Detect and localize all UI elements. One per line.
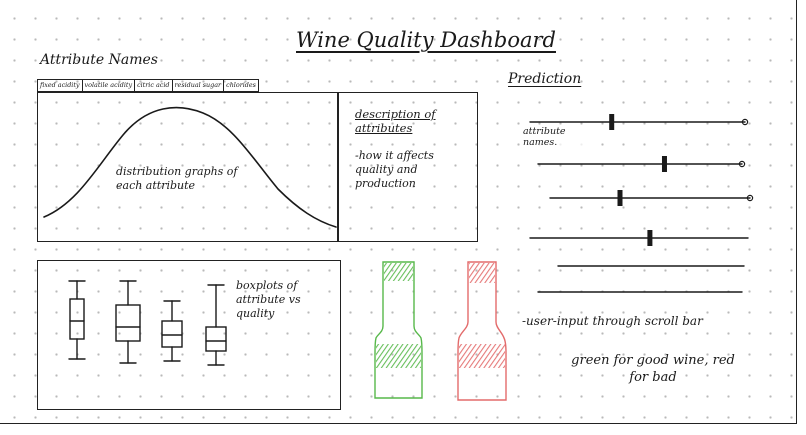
- tab-citric-acid[interactable]: citric acid: [135, 80, 173, 91]
- slider-end-icon: [738, 160, 746, 168]
- bad-wine-bottle-icon: [457, 261, 507, 401]
- boxplot-box: [205, 326, 227, 352]
- boxplot-box: [115, 304, 141, 342]
- wine-bottles: [374, 261, 507, 401]
- attribute-tab-bar: fixed acidity volatile acidity citric ac…: [37, 79, 259, 92]
- prediction-heading: Prediction: [508, 71, 582, 87]
- prediction-sliders[interactable]: [520, 104, 770, 304]
- distribution-curve: [43, 106, 337, 228]
- tab-residual-sugar[interactable]: residual sugar: [173, 80, 225, 91]
- description-body: -how it affects quality and production: [355, 149, 434, 190]
- boxplot-chart: [68, 280, 227, 366]
- boxplot-panel: boxplots of attribute vs quality: [37, 260, 341, 410]
- page-title: Wine Quality Dashboard: [296, 28, 556, 52]
- boxplot-note: boxplots of attribute vs quality: [236, 279, 301, 320]
- distribution-panel: distribution graphs of each attribute de…: [37, 92, 478, 242]
- color-legend-note: green for good wine, red for bad: [571, 353, 735, 385]
- tab-fixed-acidity[interactable]: fixed acidity: [38, 80, 83, 91]
- boxplot-2: [115, 280, 141, 364]
- slider-input-note: -user-input through scroll bar: [522, 314, 703, 328]
- slider-handle[interactable]: [661, 156, 667, 172]
- attribute-names-heading: Attribute Names: [40, 52, 158, 68]
- slider-4[interactable]: [529, 230, 749, 246]
- slider-2[interactable]: [537, 156, 746, 172]
- good-wine-bottle-icon: [374, 261, 423, 399]
- boxplot-box: [69, 298, 85, 340]
- tab-volatile-acidity[interactable]: volatile acidity: [83, 80, 136, 91]
- slider-end-icon: [746, 194, 754, 202]
- slider-end-icon: [741, 118, 749, 126]
- slider-handle[interactable]: [647, 230, 653, 246]
- slider-handle[interactable]: [617, 190, 623, 206]
- tab-chlorides[interactable]: chlorides: [226, 81, 256, 89]
- boxplot-1: [68, 280, 86, 360]
- boxplot-4: [205, 284, 227, 366]
- slider-handle[interactable]: [609, 114, 615, 130]
- attribute-names-note: attribute names.: [523, 126, 583, 148]
- boxplot-box: [161, 320, 183, 348]
- description-title: description of attributes: [355, 107, 436, 135]
- page-frame: [0, 0, 797, 424]
- slider-1[interactable]: [529, 114, 749, 130]
- distribution-note: distribution graphs of each attribute: [116, 165, 238, 192]
- boxplot-3: [161, 300, 183, 362]
- panel-divider: [337, 93, 339, 241]
- slider-3[interactable]: [549, 190, 754, 206]
